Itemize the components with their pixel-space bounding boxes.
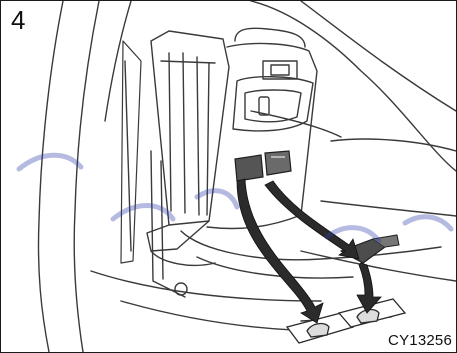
seat-back-panel [207,44,317,229]
folded-seat-back-icon [147,31,229,265]
figure-code: CY13256 [388,332,452,349]
step-number: 4 [11,7,25,33]
arrow-to-right-hook [265,181,359,259]
seat-latch-icon [235,151,291,181]
seat-belt-icon [121,41,187,297]
